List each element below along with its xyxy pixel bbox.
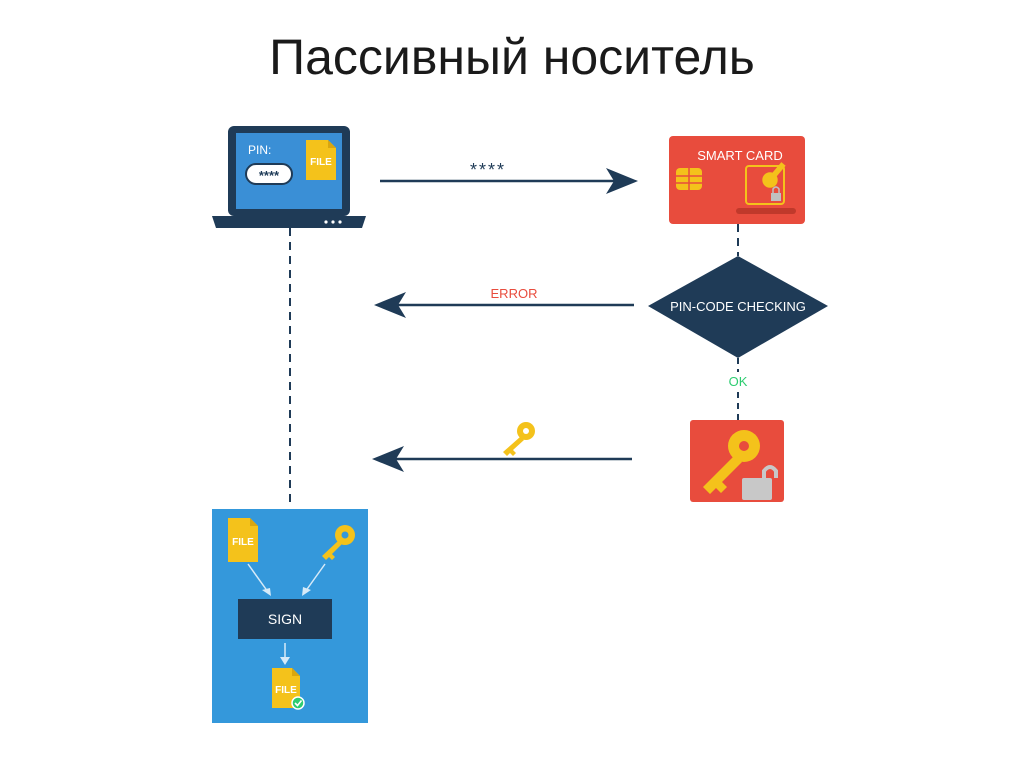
pin-check-label: PIN-CODE CHECKING xyxy=(670,299,806,314)
card-stripe xyxy=(736,208,796,214)
pin-field xyxy=(245,163,293,185)
laptop-file-label: FILE xyxy=(310,157,332,168)
sign-key-icon xyxy=(322,525,355,560)
pin-label: PIN: xyxy=(248,143,271,157)
error-label: ERROR xyxy=(491,286,538,301)
sign-label: SIGN xyxy=(268,611,302,627)
key-transfer-arrowhead xyxy=(372,446,404,472)
card-lock-icon xyxy=(771,186,781,201)
chip-icon xyxy=(676,168,702,190)
smart-card: SMART CARD xyxy=(669,136,805,224)
key-card xyxy=(690,420,784,502)
laptop-file-icon: FILE xyxy=(306,140,336,180)
sign-to-file-arrow xyxy=(280,643,290,665)
file-to-sign-arrow xyxy=(247,563,271,596)
sign-box xyxy=(238,599,332,639)
check-badge-icon xyxy=(291,696,305,710)
ok-label: OK xyxy=(729,374,748,389)
pin-field-value: **** xyxy=(259,168,280,183)
pin-transfer-label: **** xyxy=(470,160,506,180)
error-arrowhead xyxy=(374,292,406,318)
transfer-key-icon xyxy=(503,422,535,456)
key-to-sign-arrow xyxy=(302,563,326,596)
sign-panel: FILE SIGN FILE xyxy=(212,509,368,723)
signed-file-icon: FILE xyxy=(272,668,300,708)
sign-file-label: FILE xyxy=(232,537,254,548)
key-icon xyxy=(703,430,760,494)
smart-card-label: SMART CARD xyxy=(697,148,782,163)
pin-transfer-arrowhead xyxy=(606,168,638,194)
unlocked-lock-icon xyxy=(742,465,778,500)
pin-check-diamond: PIN-CODE CHECKING xyxy=(648,256,828,358)
laptop: PIN: **** FILE xyxy=(212,126,366,228)
sign-file-icon: FILE xyxy=(228,518,258,562)
page-title: Пассивный носитель xyxy=(269,29,755,85)
signed-file-label: FILE xyxy=(275,685,297,696)
laptop-base xyxy=(212,216,366,228)
